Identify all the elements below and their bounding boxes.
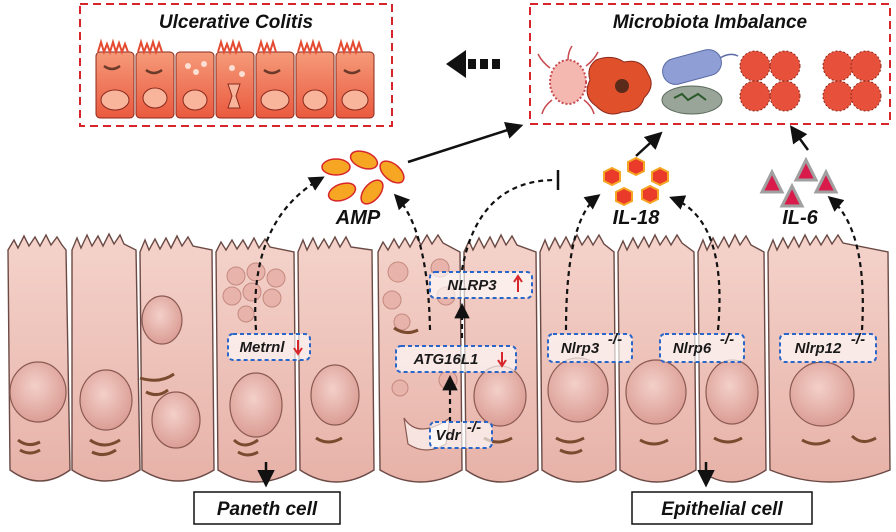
nlrp12-ko-box: Nlrp12 -/- — [779, 331, 877, 363]
atg16l1-label: ATG16L1 — [413, 351, 479, 368]
epithelial-cell — [7, 233, 71, 482]
nlrp12-ko-superscript: -/- — [851, 331, 865, 348]
nlrp3-ko-box: Nlrp3 -/- — [547, 331, 633, 363]
il6-label: IL-6 — [782, 207, 818, 229]
dashed-arrows — [254, 176, 864, 422]
microbiota-imbalance-box: Microbiota Imbalance — [529, 3, 891, 125]
vdr-superscript: -/- — [467, 419, 481, 436]
nlrp6-ko-superscript: -/- — [720, 331, 734, 348]
progression-arrow — [446, 50, 500, 78]
solid-arrows — [407, 121, 810, 164]
epithelial-cell-label-box: Epithelial cell — [631, 491, 813, 525]
epithelial-cell — [139, 234, 215, 482]
down-arrow-icon — [497, 352, 507, 368]
nlrp6-ko-label: Nlrp6 — [673, 340, 712, 357]
epithelial-cell — [71, 232, 141, 482]
il18-label: IL-18 — [613, 207, 661, 229]
inflamed-cells-illustration — [95, 38, 375, 119]
paneth-cell-label-box: Paneth cell — [193, 491, 341, 525]
amp-particles — [321, 150, 405, 205]
amp-label: AMP — [335, 207, 381, 229]
microbiota-imbalance-title: Microbiota Imbalance — [613, 12, 808, 33]
il6-particles — [759, 156, 839, 208]
nlrp12-ko-label: Nlrp12 — [795, 340, 842, 357]
epithelial-cell-label: Epithelial cell — [661, 499, 783, 520]
vdr-label: Vdr — [435, 427, 461, 444]
paneth-cell-label: Paneth cell — [217, 499, 318, 520]
up-arrow-icon — [513, 274, 523, 292]
atg16l1-box: ATG16L1 — [395, 345, 517, 373]
nlrp3-ko-label: Nlrp3 — [561, 340, 600, 357]
ulcerative-colitis-title: Ulcerative Colitis — [159, 12, 313, 33]
nlrp6-ko-box: Nlrp6 -/- — [659, 331, 745, 363]
vdr-box: Vdr -/- — [429, 419, 493, 449]
il18-particles — [603, 156, 669, 207]
down-arrow-icon — [293, 340, 303, 356]
nlrp3-ko-superscript: -/- — [608, 331, 622, 348]
bacteria-illustration — [537, 45, 882, 115]
metrnl-box: Metrnl — [227, 333, 311, 361]
ulcerative-colitis-box: Ulcerative Colitis — [79, 3, 393, 127]
epithelial-cell — [297, 235, 375, 483]
nlrp3-box: NLRP3 — [429, 271, 533, 299]
metrnl-label: Metrnl — [240, 339, 286, 356]
nlrp3-label: NLRP3 — [447, 277, 497, 294]
